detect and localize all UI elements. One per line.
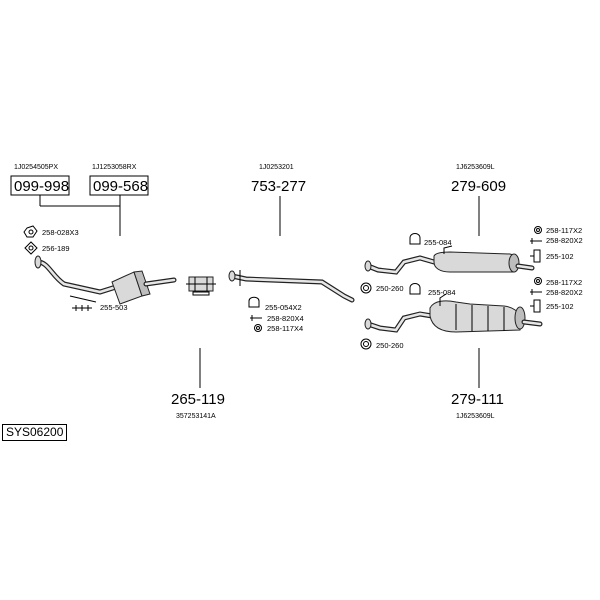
pipe-end <box>228 270 236 282</box>
accessory-255-084-top[interactable]: 255-084 <box>409 233 452 248</box>
nut-icon <box>23 225 38 238</box>
accessory-code: 258-117X2 <box>546 226 582 235</box>
clamp-icon <box>530 299 541 313</box>
accessory-258-820X2-top[interactable]: 258-820X2 <box>530 236 583 245</box>
accessory-258-117X2-bottom[interactable]: 258-117X2 <box>534 277 583 288</box>
accessory-code: 258-117X4 <box>267 324 303 333</box>
accessory-256-189[interactable]: 256-189 <box>24 241 70 255</box>
part-label-279-609[interactable]: 1J6253609L 279-609 <box>451 164 506 195</box>
ring-icon <box>360 282 372 294</box>
bolt-icon <box>530 289 542 295</box>
bolt-icon <box>72 305 92 311</box>
hanger-icon <box>409 233 421 245</box>
accessory-255-503[interactable]: 255-503 <box>72 303 128 312</box>
clamp-icon <box>248 296 260 308</box>
muffler-end <box>508 253 520 273</box>
accessory-code: 255-084 <box>424 238 452 247</box>
accessory-258-117X2-top[interactable]: 258-117X2 <box>534 226 583 235</box>
middle-pipe-753-277[interactable] <box>228 270 355 303</box>
accessory-250-260-bottom[interactable]: 250-260 <box>360 338 404 350</box>
accessory-258-820X2-bottom[interactable]: 258-820X2 <box>530 288 583 297</box>
leader-lines <box>39 195 480 388</box>
part-number: 279-111 <box>451 391 504 408</box>
part-number: 099-998 <box>14 178 69 195</box>
gasket-icon <box>24 241 38 255</box>
accessory-code: 258-028X3 <box>42 228 79 237</box>
part-label-099-998[interactable]: 1J0254505PX 099-998 <box>10 164 70 196</box>
bolt-icon <box>530 238 542 244</box>
muffler-body <box>429 300 522 333</box>
accessory-code: 250-260 <box>376 284 404 293</box>
part-number: 265-119 <box>171 391 225 408</box>
muffler-body <box>433 251 517 273</box>
accessory-code: 255-102 <box>546 252 574 261</box>
muffler-ribs <box>455 304 505 331</box>
oem-ref: 1J6253609L <box>456 164 495 171</box>
accessory-255-054X2[interactable]: 255-054X2 <box>248 296 302 312</box>
accessory-code: 255-084 <box>428 288 456 297</box>
accessory-code: 258-820X2 <box>546 288 583 297</box>
accessory-258-117X4[interactable]: 258-117X4 <box>254 324 304 333</box>
part-label-753-277[interactable]: 1J0253201 753-277 <box>251 164 306 195</box>
part-number: 753-277 <box>251 178 306 195</box>
accessory-255-102-bottom[interactable]: 255-102 <box>530 299 574 313</box>
accessory-250-260-top[interactable]: 250-260 <box>360 282 404 294</box>
accessory-code: 255-102 <box>546 302 574 311</box>
accessory-258-820X4[interactable]: 258-820X4 <box>250 314 304 323</box>
part-label-099-568[interactable]: 1J1253058RX 099-568 <box>89 164 149 196</box>
part-label-279-111[interactable]: 279-111 1J6253609L <box>451 391 504 420</box>
bolt-icon <box>250 315 262 321</box>
part-number: 099-568 <box>93 178 148 195</box>
front-pipe-strut <box>69 295 97 303</box>
accessory-255-102-top[interactable]: 255-102 <box>530 249 574 263</box>
oem-ref: 1J0253201 <box>259 164 294 171</box>
ring-icon <box>254 324 262 332</box>
accessory-258-028X3[interactable]: 258-028X3 <box>23 225 79 238</box>
nut-hole <box>28 229 34 235</box>
muffler-end <box>514 306 526 330</box>
oem-ref: 357253141A <box>176 413 216 420</box>
clamp-icon <box>530 249 541 263</box>
oem-ref: 1J0254505PX <box>14 164 58 171</box>
catalyst-end <box>133 270 151 297</box>
accessory-code: 256-189 <box>42 244 70 253</box>
clamp-265-119[interactable] <box>186 276 216 296</box>
accessory-code: 258-820X2 <box>546 236 583 245</box>
part-number: 279-609 <box>451 178 506 195</box>
accessory-code: 255-503 <box>100 303 128 312</box>
accessory-code: 255-054X2 <box>265 303 302 312</box>
rear-muffler-279-609[interactable] <box>364 245 535 275</box>
rear-muffler-279-111[interactable] <box>364 293 543 333</box>
ring-icon <box>534 277 542 285</box>
oem-ref: 1J1253058RX <box>92 164 137 171</box>
hanger-icon <box>409 283 421 295</box>
clamp-bolt <box>192 291 210 296</box>
system-code-label: SYS06200 <box>2 424 68 441</box>
accessory-255-084-bottom[interactable]: 255-084 <box>409 283 456 298</box>
accessory-code: 258-117X2 <box>546 278 582 287</box>
ring-icon <box>534 226 542 234</box>
part-number-box <box>89 175 149 196</box>
accessory-code: 258-820X4 <box>267 314 304 323</box>
accessory-code: 250-260 <box>376 341 404 350</box>
flange <box>34 255 42 269</box>
oem-ref: 1J6253609L <box>456 413 495 420</box>
front-pipe-catalyst[interactable] <box>34 255 177 305</box>
ring-icon <box>360 338 372 350</box>
part-label-265-119[interactable]: 265-119 357253141A <box>171 391 225 420</box>
